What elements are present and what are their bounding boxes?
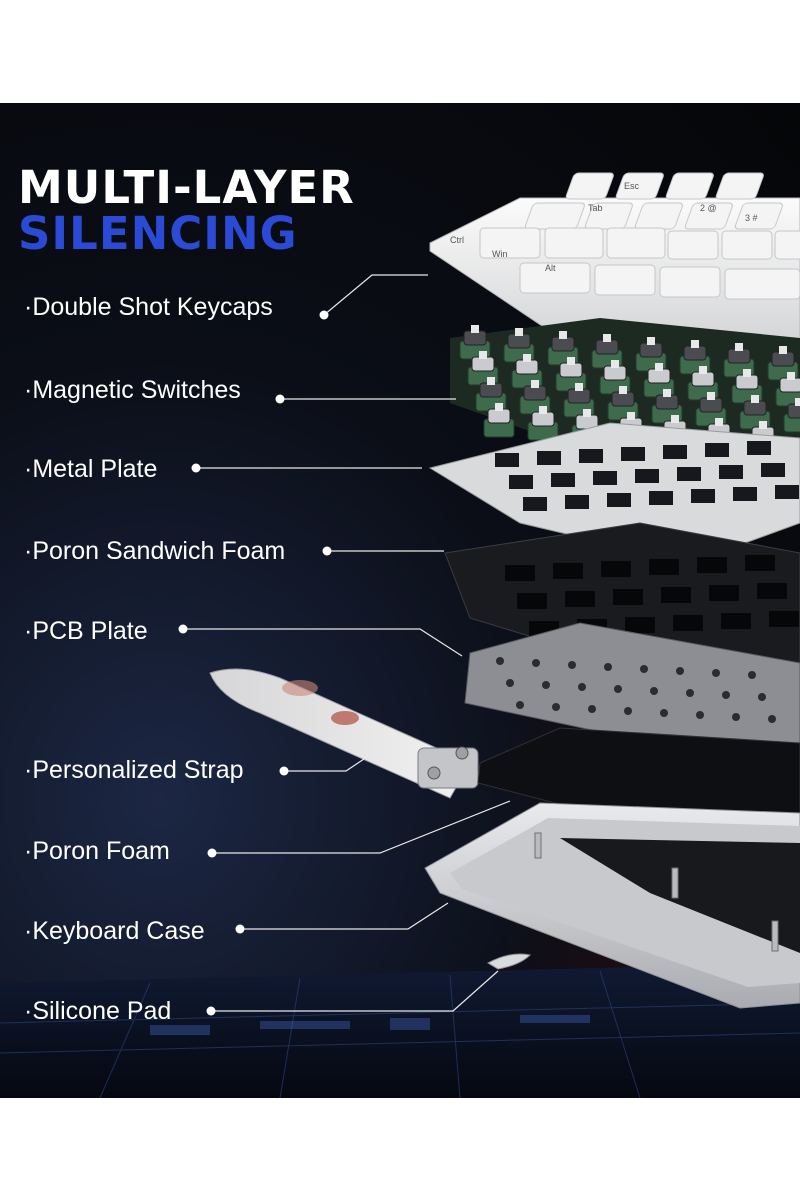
layer-label-strap: ·Personalized Strap <box>24 756 244 784</box>
switch-icon <box>651 389 683 424</box>
layer-label-poron-foam: ·Poron Foam <box>24 837 170 865</box>
pcb-layer <box>464 622 800 754</box>
pcb-hole <box>588 705 596 713</box>
plate-cutout <box>719 465 743 479</box>
pcb-hole <box>578 683 586 691</box>
pcb-hole <box>732 713 740 721</box>
strap-art <box>209 668 479 799</box>
background-art: Esc Tab Ctrl Win Alt 2 @ 3 # <box>0 172 800 1098</box>
keycap-legend: 3 # <box>745 213 758 223</box>
pcb-hole <box>696 711 704 719</box>
plate-cutout <box>593 471 617 485</box>
pcb-hole <box>686 689 694 697</box>
keycap-legend: Tab <box>588 203 603 213</box>
heading-line-2: SILENCING <box>18 207 298 260</box>
metal-plate-layer <box>428 422 800 564</box>
plate-cutout <box>523 497 547 511</box>
keycap-legend: 2 @ <box>700 203 717 213</box>
pcb-hole <box>542 681 550 689</box>
heading-line-1: MULTI-LAYER <box>18 161 355 214</box>
pcb-hole <box>506 679 514 687</box>
switch-icon <box>775 372 800 407</box>
switch-icon <box>527 406 559 441</box>
pcb-hole <box>748 671 756 679</box>
pcb-hole <box>516 701 524 709</box>
keycap-legend: Win <box>492 249 508 259</box>
plate-cutout <box>663 445 687 459</box>
plate-cutout <box>565 495 589 509</box>
pcb-hole <box>604 663 612 671</box>
plate-cutout <box>649 491 673 505</box>
layer-label-keycaps: ·Double Shot Keycaps <box>24 293 273 321</box>
exploded-view-panel: Esc Tab Ctrl Win Alt 2 @ 3 # <box>0 103 800 1098</box>
switch-icon <box>483 403 515 438</box>
layer-label-sandwich-foam: ·Poron Sandwich Foam <box>24 537 286 565</box>
layer-label-pcb-plate: ·PCB Plate <box>24 617 148 645</box>
pcb-hole <box>532 659 540 667</box>
pcb-hole <box>496 657 504 665</box>
plate-cutout <box>677 467 701 481</box>
plate-cutout <box>607 493 631 507</box>
foam-cutout <box>517 593 547 609</box>
plate-cutout <box>579 449 603 463</box>
plate-cutout <box>551 473 575 487</box>
switch-icon <box>783 398 800 433</box>
plate-cutout <box>537 451 561 465</box>
keycap-legend: Esc <box>624 181 640 191</box>
pcb-hole <box>650 687 658 695</box>
foam-cutout <box>757 583 787 599</box>
foam-cutout <box>721 613 751 629</box>
pcb-hole <box>768 715 776 723</box>
pcb-hole <box>660 709 668 717</box>
pcb-hole <box>640 665 648 673</box>
layer-label-keyboard-case: ·Keyboard Case <box>24 917 205 945</box>
foam-cutout <box>613 589 643 605</box>
foam-cutout <box>565 591 595 607</box>
case-layer <box>424 802 800 1009</box>
pcb-hole <box>552 703 560 711</box>
foam-cutout <box>601 561 631 577</box>
foam-cutout <box>553 563 583 579</box>
foam-cutout <box>625 617 655 633</box>
plate-cutout <box>761 463 785 477</box>
plate-cutout <box>495 453 519 467</box>
layer-label-switches: ·Magnetic Switches <box>24 376 241 404</box>
plate-cutout <box>775 485 799 499</box>
pcb-hole <box>624 707 632 715</box>
keycaps-layer: Esc Tab Ctrl Win Alt 2 @ 3 # <box>429 172 800 364</box>
pcb-hole <box>568 661 576 669</box>
plate-cutout <box>733 487 757 501</box>
foam-cutout <box>673 615 703 631</box>
plate-cutout <box>691 489 715 503</box>
layer-label-silicone-pad: ·Silicone Pad <box>24 997 172 1025</box>
keycap-legend: Ctrl <box>450 235 464 245</box>
foam-cutout <box>709 585 739 601</box>
silicone-pad-art <box>486 953 532 970</box>
plate-cutout <box>621 447 645 461</box>
plate-cutout <box>705 443 729 457</box>
plate-cutout <box>509 475 533 489</box>
foam-cutout <box>745 555 775 571</box>
pcb-hole <box>676 667 684 675</box>
foam-cutout <box>505 565 535 581</box>
keycap-legend: Alt <box>545 263 556 273</box>
pcb-hole <box>712 669 720 677</box>
foam-cutout <box>661 587 691 603</box>
foam-cutout <box>769 611 799 627</box>
pcb-hole <box>614 685 622 693</box>
layer-label-metal-plate: ·Metal Plate <box>24 455 158 483</box>
foam-cutout <box>697 557 727 573</box>
plate-cutout <box>635 469 659 483</box>
plate-cutout <box>747 441 771 455</box>
foam-cutout <box>649 559 679 575</box>
pcb-hole <box>722 691 730 699</box>
pcb-hole <box>758 693 766 701</box>
